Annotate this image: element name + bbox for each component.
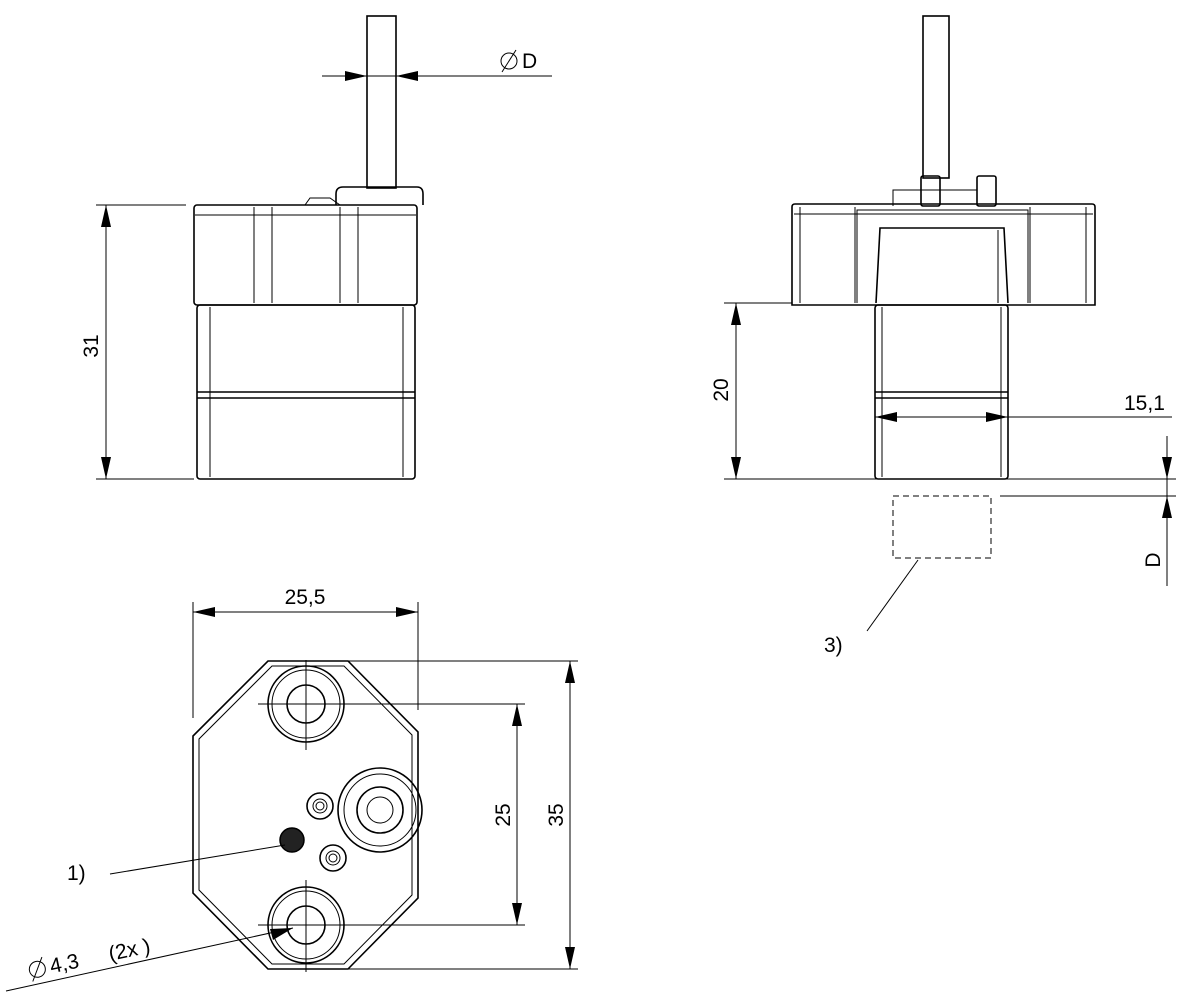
diameter-d-label: D [522,50,537,73]
hole-diameter-label: 4,3 [48,950,81,979]
front-view: D 31 [80,15,552,480]
front-upper-body [193,204,418,306]
side-top-plate [791,203,1096,306]
height-20-dimension: 20 [710,302,1176,480]
callout-1-label: 1) [67,862,86,885]
width-15-1-label: 15,1 [1124,392,1165,415]
front-cable [366,15,397,189]
length-35-label: 35 [545,803,568,826]
side-view: 20 15,1 D 3) [710,15,1176,657]
side-cable [922,15,950,179]
width-15-1-dimension: 15,1 [875,392,1172,422]
height-31-label: 31 [80,334,103,357]
height-20-label: 20 [710,378,733,401]
upper-mounting-hole [258,660,525,750]
width-25-5-label: 25,5 [285,586,326,609]
hole-spacing-25-label: 25 [492,803,515,826]
target-dashed-outline [892,495,992,559]
front-cable-boss [335,186,424,205]
small-screw-upper [306,792,334,820]
width-25-5-dimension: 25,5 [192,586,419,718]
lower-mounting-hole [258,880,525,972]
distance-d-dimension: D [1142,436,1172,586]
small-screw-lower [319,844,347,872]
distance-d-label: D [1142,552,1165,567]
height-31-dimension: 31 [80,204,194,480]
hole-diameter-callout: 4,3 (2x ) [5,927,294,992]
led-indicator [279,827,305,853]
hole-spacing-25-dimension: 25 [492,704,522,925]
hole-count-label: (2x ) [106,935,152,966]
callout-3-label: 3) [824,634,843,657]
diameter-d-dimension: D [322,49,552,81]
length-35-dimension: 35 [348,660,578,970]
bottom-view: 1) 25,5 25 35 [5,586,578,992]
cable-exit [337,767,423,853]
